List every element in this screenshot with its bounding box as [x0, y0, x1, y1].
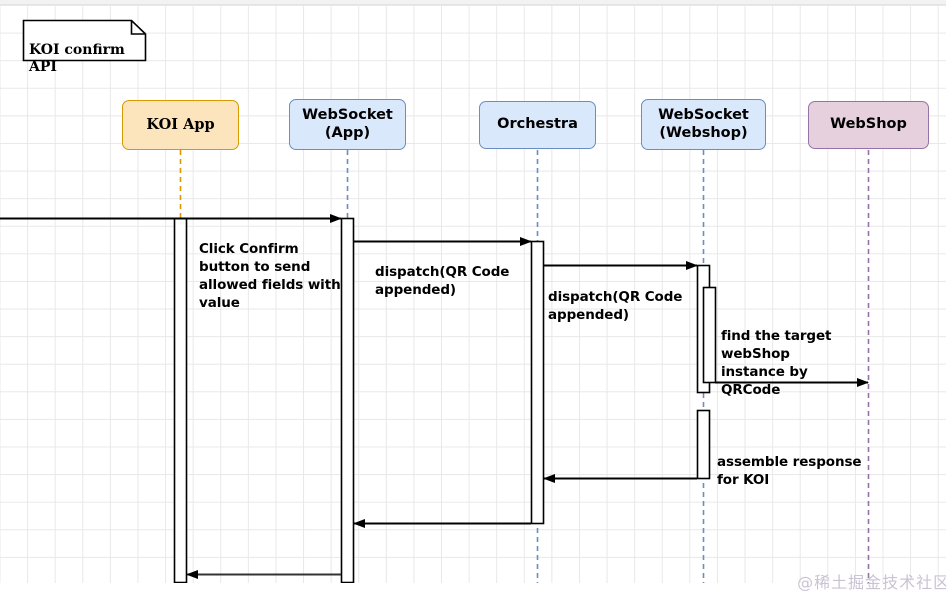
message-label-m5: assemble response for KOI	[717, 436, 887, 490]
message-text-m5: assemble response for KOI	[717, 453, 862, 488]
note-text: KOI confirm API	[29, 41, 125, 76]
message-text-m4: find the target webShop instance by QRCo…	[721, 327, 832, 398]
participant-box-webshop[interactable]: WebShop	[808, 101, 929, 149]
participant-box-websocket-app[interactable]: WebSocket (App)	[289, 99, 406, 150]
participant-box-koi-app[interactable]: KOI App	[122, 100, 239, 150]
activation-koi-app	[173, 217, 188, 583]
note-shape	[22, 19, 147, 62]
participant-label-webshop: WebShop	[830, 116, 907, 133]
participant-label-websocket-app: WebSocket (App)	[302, 107, 393, 141]
message-label-m2: dispatch(QR Code appended)	[375, 246, 535, 300]
participant-box-websocket-webshop[interactable]: WebSocket (Webshop)	[641, 99, 766, 150]
activation-orchestra	[530, 240, 545, 525]
activation-websocket-webshop-2	[696, 409, 711, 480]
message-label-m3: dispatch(QR Code appended)	[548, 271, 708, 325]
participant-box-orchestra[interactable]: Orchestra	[479, 101, 596, 149]
message-text-m3: dispatch(QR Code appended)	[548, 288, 683, 323]
participant-label-websocket-webshop: WebSocket (Webshop)	[658, 107, 749, 141]
participant-label-orchestra: Orchestra	[497, 116, 578, 133]
note-koi-confirm-api: KOI confirm API	[24, 21, 144, 76]
message-text-m1: Click Confirm button to send allowed fie…	[199, 240, 341, 311]
top-toolbar-strip	[0, 0, 946, 5]
message-text-m2: dispatch(QR Code appended)	[375, 263, 510, 298]
message-label-m4: find the target webShop instance by QRCo…	[721, 310, 871, 400]
watermark: @稀土掘金技术社区	[785, 550, 946, 593]
participant-label-koi-app: KOI App	[146, 116, 215, 134]
activation-websocket-webshop-nested	[702, 286, 717, 384]
message-label-m1: Click Confirm button to send allowed fie…	[199, 223, 349, 313]
